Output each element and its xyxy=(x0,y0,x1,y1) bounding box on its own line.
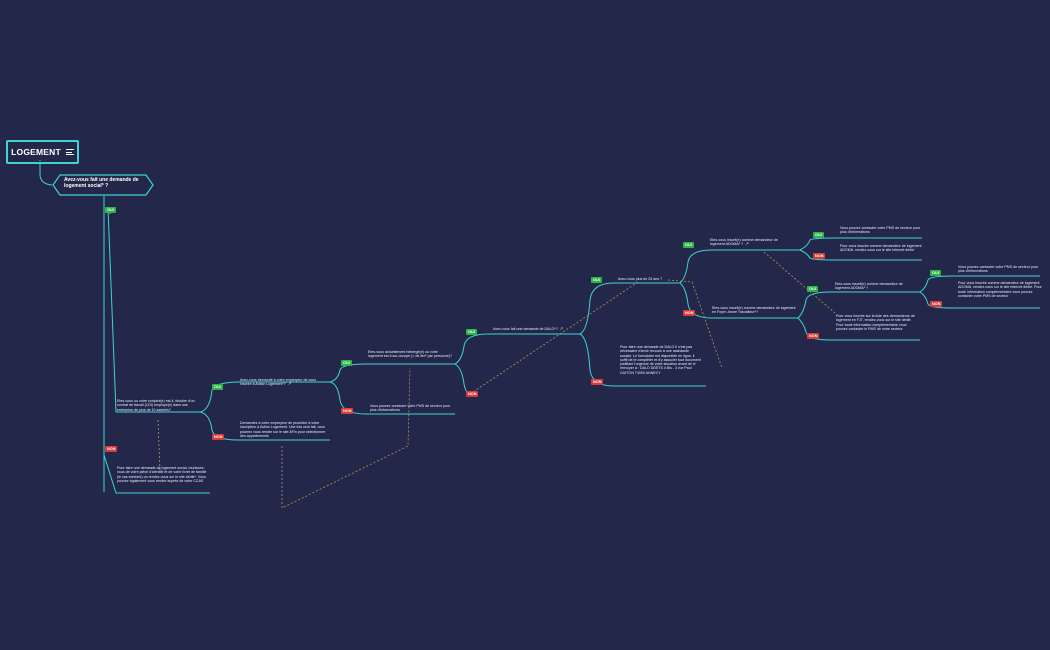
node-non-heberge[interactable]: Vous pouvez contacter votre PMS de secte… xyxy=(370,404,451,413)
node-oui-adoma2[interactable]: Vous pouvez contacter votre PMS de secte… xyxy=(958,265,1039,274)
non-tag-action[interactable]: NON xyxy=(341,408,354,414)
branch-adoma1-non xyxy=(799,249,922,261)
branch-action-non xyxy=(329,381,455,415)
node-non-adoma2[interactable]: Pour vous inscrire comme demandeur de lo… xyxy=(958,281,1042,298)
oui-tag-action[interactable]: OUI xyxy=(341,360,352,366)
node-q-action-text: Avez-vous demandé à votre employeur de v… xyxy=(240,378,317,387)
oui-tag-cdi[interactable]: OUI xyxy=(212,384,223,390)
hexagon-shape xyxy=(52,174,154,196)
relation-line-4 xyxy=(667,279,723,369)
branch-adoma2-non xyxy=(919,291,1040,309)
main-question-node[interactable]: Avez-vous fait une demande de logement s… xyxy=(52,174,154,196)
oui-tag-25[interactable]: OUI xyxy=(683,242,694,248)
non-tag-cdi[interactable]: NON xyxy=(212,434,225,440)
node-q-cdi[interactable]: Etes-vous ou votre conjoint(e) est-il, t… xyxy=(117,399,195,412)
branch-cdi-non-action xyxy=(199,411,330,441)
node-non-fjt[interactable]: Pour vous inscrire sur la liste des dema… xyxy=(836,314,915,331)
relation-line-3 xyxy=(469,281,639,395)
root-label: LOGEMENT xyxy=(11,147,61,157)
node-q-fjt[interactable]: Etes-vous inscrit(e) comme demandeur de … xyxy=(712,306,796,315)
menu-lines-icon xyxy=(65,148,74,157)
non-tag-adoma2[interactable]: NON xyxy=(930,301,943,307)
oui-tag-social[interactable]: OUI xyxy=(105,207,116,213)
branch-heberge-dalo xyxy=(454,333,580,365)
node-non-adoma1[interactable]: Pour vous inscrire comme demandeur de lo… xyxy=(840,244,922,253)
relation-line-2 xyxy=(281,367,411,509)
node-q-heberge[interactable]: Etes-vous actuellement hébergé(e) ou vot… xyxy=(368,350,452,359)
node-q-dalo-text: Avez-vous fait une demande de DALO*? xyxy=(493,327,558,331)
node-oui-adoma1[interactable]: Vous pouvez contacter votre PMS de secte… xyxy=(840,226,921,235)
node-q-adoma1-text: Etes-vous inscrit(e) comme demandeur de … xyxy=(710,238,778,247)
branch-fjt-oui xyxy=(797,291,920,319)
node-non-dalo[interactable]: Pour faire une demande de DALO il n'est … xyxy=(620,345,701,375)
branch-dalo-25 xyxy=(579,282,680,335)
node-non-social[interactable]: Pour faire une demande de logement socia… xyxy=(117,466,207,483)
branch-dalo-non xyxy=(579,333,706,387)
relation-line-1 xyxy=(157,419,161,471)
non-tag-social[interactable]: NON xyxy=(105,446,118,452)
node-q-adoma2[interactable]: Etes-vous inscrit(e) comme demandeur de … xyxy=(835,282,903,291)
non-tag-heberge[interactable]: NON xyxy=(466,391,479,397)
external-link-icon[interactable]: ↗ xyxy=(745,241,749,247)
node-q-25[interactable]: Avez-vous plus de 25 ans ? xyxy=(618,277,663,281)
branch-adoma1-oui xyxy=(799,237,922,251)
branch-root-question xyxy=(39,160,53,186)
branch-fjt-non xyxy=(797,317,920,341)
node-non-action[interactable]: Demandez à votre employeur de procéder à… xyxy=(240,421,326,438)
non-tag-fjt[interactable]: NON xyxy=(807,333,820,339)
node-q-adoma1[interactable]: Etes-vous inscrit(e) comme demandeur de … xyxy=(710,238,792,247)
branch-25-adoma1 xyxy=(679,249,800,284)
relation-line-5 xyxy=(763,251,836,314)
root-node-logement[interactable]: LOGEMENT xyxy=(6,140,79,164)
branch-action-heberge xyxy=(329,363,455,383)
external-link-icon[interactable]: ↗ xyxy=(287,381,292,387)
node-q-action[interactable]: Avez-vous demandé à votre employeur de v… xyxy=(240,378,322,387)
branch-non-social xyxy=(103,454,210,494)
non-tag-25[interactable]: NON xyxy=(683,310,696,316)
oui-tag-adoma2[interactable]: OUI xyxy=(930,270,941,276)
oui-tag-fjt[interactable]: OUI xyxy=(807,286,818,292)
external-link-icon[interactable]: ↗ xyxy=(559,326,564,331)
oui-tag-dalo[interactable]: OUI xyxy=(591,277,602,283)
oui-tag-adoma1[interactable]: OUI xyxy=(813,232,824,238)
branch-adoma2-oui xyxy=(919,275,1040,293)
non-tag-adoma1[interactable]: NON xyxy=(813,253,826,259)
branch-oui-cdi xyxy=(107,206,117,413)
node-q-dalo[interactable]: Avez-vous fait une demande de DALO*?↗ xyxy=(493,326,579,331)
non-tag-dalo[interactable]: NON xyxy=(591,379,604,385)
oui-tag-heberge[interactable]: OUI xyxy=(466,329,477,335)
branch-heberge-non xyxy=(454,363,471,395)
main-question-text: Avez-vous fait une demande de logement s… xyxy=(64,177,139,189)
